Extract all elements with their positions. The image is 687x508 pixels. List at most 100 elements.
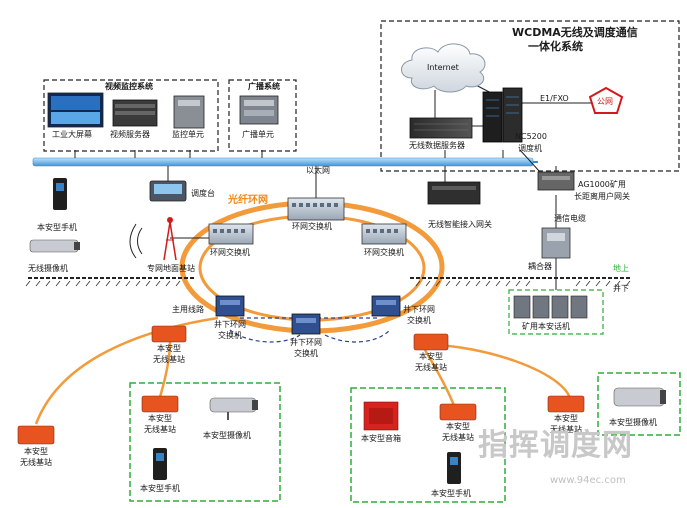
speaker-box2-icon	[363, 401, 399, 431]
data-server-label: 无线数据服务器	[409, 141, 465, 150]
uw-switch-right-icon	[371, 295, 401, 317]
video-system-box	[43, 79, 219, 152]
bs-box2-label-2: 无线基站	[442, 433, 474, 442]
gateway-icon	[427, 181, 481, 205]
bs-far-left-label-2: 无线基站	[20, 458, 52, 467]
bs-left-label-1: 本安型	[157, 344, 181, 353]
mine-phone-box	[508, 289, 604, 335]
base-station-box3-icon	[547, 395, 585, 413]
broadcast-unit-icon	[239, 95, 279, 125]
handset-top-icon	[53, 178, 67, 210]
big-screen-icon	[47, 92, 104, 128]
nc5200-label: NC5200	[515, 132, 547, 141]
uw-switch-mid-label-1: 井下环网	[290, 338, 322, 347]
nc5200-dispatcher-icon	[482, 87, 523, 143]
bs-box1-label-2: 无线基站	[144, 425, 176, 434]
bs-box3-label-2: 无线基站	[550, 425, 582, 434]
ethernet-bus	[32, 157, 534, 167]
area-box-2	[350, 387, 506, 503]
uw-switch-mid-label-2: 交换机	[294, 349, 318, 358]
monitor-unit-label: 监控单元	[172, 130, 204, 139]
bs-box3-label-1: 本安型	[554, 414, 578, 423]
ring-switch-left-label: 环网交换机	[210, 248, 250, 257]
ground-above-label: 地上	[613, 264, 629, 273]
area-box-1	[129, 382, 281, 502]
uw-switch-mid-icon	[291, 313, 321, 335]
speaker-box2-label: 本安型音箱	[361, 434, 401, 443]
video-system-label: 视频监控系统	[105, 82, 153, 91]
mine-phone-icons	[513, 295, 588, 319]
console-icon	[149, 180, 187, 202]
bs-box2-label-1: 本安型	[446, 422, 470, 431]
ag1000-gateway-icon	[537, 171, 575, 191]
cam-box3-label: 本安型摄像机	[609, 418, 657, 427]
phone-box1-label: 本安型手机	[140, 484, 180, 493]
uw-switch-right-label-2: 交换机	[407, 316, 431, 325]
internet-cloud	[401, 43, 486, 93]
comm-cable-label: 通信电缆	[554, 214, 586, 223]
e1fxo-label: E1/FXO	[540, 94, 569, 103]
base-station-box1-icon	[141, 395, 179, 413]
underground-dashed-links	[229, 317, 391, 343]
phone-box1-icon	[153, 448, 167, 480]
bs-left-label-2: 无线基站	[153, 355, 185, 364]
broadcast-system-label: 广播系统	[248, 82, 280, 91]
camera-box1-icon	[209, 397, 258, 420]
phone-box2-icon	[447, 452, 461, 484]
base-station-right-icon	[413, 333, 449, 351]
base-station-box2-icon	[439, 403, 477, 421]
ring-switch-right-label: 环网交换机	[364, 248, 404, 257]
uw-switch-left-icon	[215, 295, 245, 317]
phone-box2-label: 本安型手机	[431, 489, 471, 498]
fiber-ring-label: 光纤环网	[228, 195, 268, 206]
ethernet-drops	[74, 150, 557, 198]
watermark-url: www.94ec.com	[550, 475, 626, 486]
ag1000-label-line2: 长距离用户网关	[574, 192, 630, 201]
uw-switch-left-label-2: 交换机	[218, 331, 242, 340]
surface-station-icon	[163, 217, 177, 261]
camera-top-label: 无线摄像机	[28, 264, 68, 273]
gateway-label: 无线智能接入网关	[428, 220, 492, 229]
data-server-icon	[409, 117, 473, 139]
ground-below-label: 井下	[613, 284, 629, 293]
ground-hatch	[25, 280, 631, 287]
uw-switch-left-label-1: 井下环网	[214, 320, 246, 329]
big-screen-label: 工业大屏幕	[52, 130, 92, 139]
wcdma-system-box	[380, 20, 680, 172]
video-server-label: 视频服务器	[110, 130, 150, 139]
video-server-icon	[112, 99, 158, 127]
ag1000-label-line1: AG1000矿用	[578, 180, 626, 189]
ring-switch-top-icon	[287, 197, 345, 221]
main-line-label: 主用线路	[172, 305, 204, 314]
uw-switch-right-label-1: 井下环网	[403, 305, 435, 314]
cam-box1-label: 本安型摄像机	[203, 431, 251, 440]
mine-phone-label: 矿用本安话机	[522, 322, 570, 331]
public-network-icon	[588, 86, 624, 114]
ring-switch-left-icon	[208, 223, 254, 245]
wireless-waves-icon	[129, 223, 143, 259]
wcdma-title-line2: 一体化系统	[528, 40, 583, 53]
ethernet-label: 以太网	[306, 166, 330, 175]
bs-far-left-label-1: 本安型	[24, 447, 48, 456]
ring-switch-right-icon	[361, 223, 407, 245]
surface-station-label: 专网地面基站	[147, 264, 195, 273]
bs-right-label-2: 无线基站	[415, 363, 447, 372]
coupler-icon	[541, 227, 571, 259]
dispatcher-label: 调度机	[518, 144, 542, 153]
area-box-3	[597, 372, 681, 436]
internet-label: Internet	[427, 63, 459, 72]
handset-top-label: 本安型手机	[37, 223, 77, 232]
console-label: 调度台	[191, 189, 215, 198]
wcdma-title-line1: WCDMA无线及调度通信	[512, 26, 638, 39]
broadcast-unit-label: 广播单元	[242, 130, 274, 139]
camera-box3-icon	[613, 387, 666, 407]
monitor-unit-icon	[173, 95, 205, 129]
ring-switch-top-label: 环网交换机	[292, 222, 332, 231]
coupler-label: 耦合器	[528, 262, 552, 271]
base-station-left-icon	[151, 325, 187, 343]
bs-box1-label-1: 本安型	[148, 414, 172, 423]
base-station-far-left-icon	[17, 425, 55, 445]
bs-right-label-1: 本安型	[419, 352, 443, 361]
camera-top-icon	[29, 239, 80, 253]
